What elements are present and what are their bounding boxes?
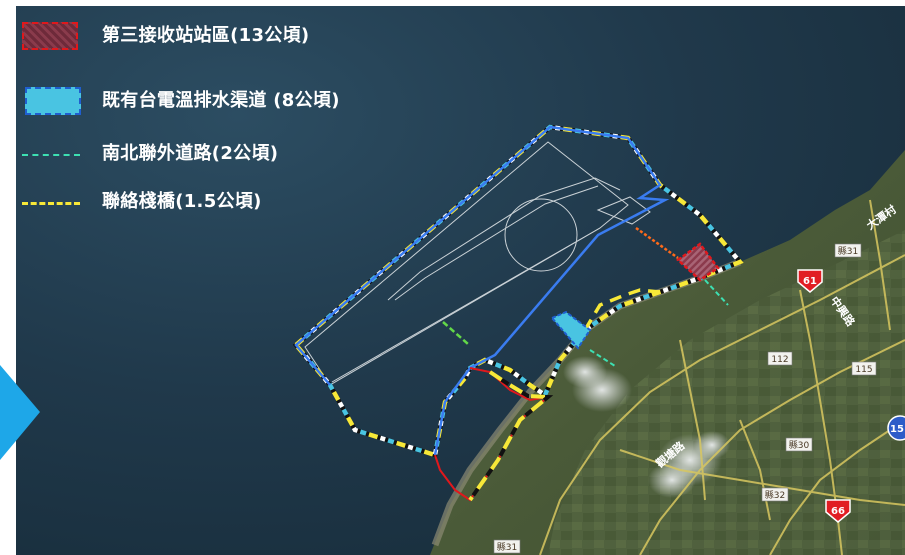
route-15-sign: 15 [887,415,905,441]
svg-text:縣31: 縣31 [838,246,858,257]
svg-text:115: 115 [855,365,872,375]
road-network [539,199,905,555]
road-number-east1: 縣31 [834,243,862,258]
study-boundary [292,124,744,502]
route-66-sign: 66 [825,499,851,523]
site-area-marker [676,242,720,282]
cloud [694,431,730,459]
legend-label: 聯絡棧橋(1.5公頃) [102,191,262,212]
channel-area-marker [550,310,592,350]
svg-text:112: 112 [771,355,788,365]
legend-label: 第三接收站站區(13公頃) [102,25,310,46]
road-number-south: 縣31 [493,539,521,554]
svg-text:縣30: 縣30 [789,440,810,451]
road-number-east3: 縣32 [761,487,789,502]
arrow-icon [0,365,40,460]
ns-road-line [442,321,469,345]
farm-fields [548,230,905,555]
road-number-east2: 縣30 [785,437,813,452]
route-61-sign: 61 [797,269,823,293]
road-line-icon [22,154,80,156]
legend-label: 既有台電溫排水渠道 (8公頃) [102,90,340,111]
trestle-connector [635,226,679,260]
road-number-115: 115 [851,361,877,376]
svg-text:66: 66 [831,506,845,517]
svg-text:縣32: 縣32 [765,490,785,501]
road-number-112: 112 [767,351,793,366]
svg-text:61: 61 [803,276,817,287]
legend-label: 南北聯外道路(2公頃) [102,143,279,164]
channel-swatch-icon [25,87,81,115]
ns-road-line [589,349,616,367]
trestle-line-icon [22,202,80,205]
svg-text:縣31: 縣31 [497,542,517,553]
svg-text:15: 15 [890,424,904,435]
ns-road-line [704,279,729,306]
site-swatch-icon [22,22,78,50]
cloud [563,356,607,388]
